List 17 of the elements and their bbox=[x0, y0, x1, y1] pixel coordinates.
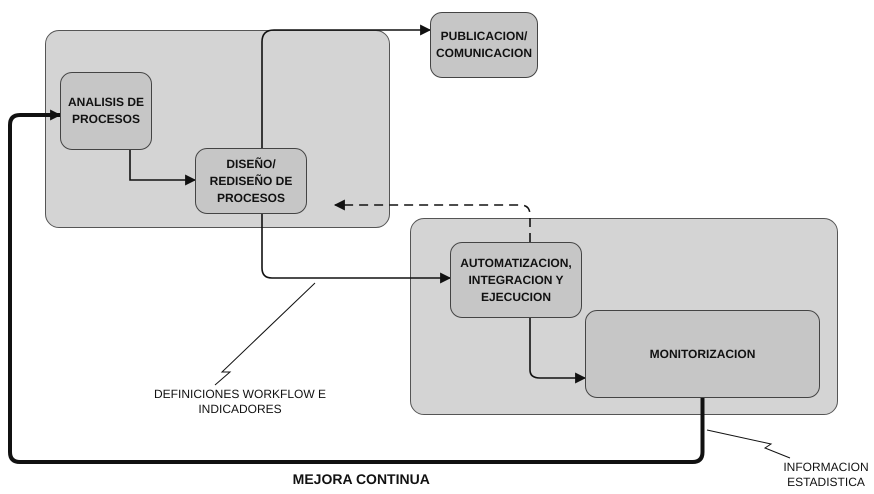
arrow bbox=[334, 200, 531, 242]
arrow bbox=[529, 318, 586, 384]
process-box: DISEÑO/ REDISEÑO DE PROCESOS bbox=[195, 148, 307, 214]
group-panel bbox=[45, 30, 390, 228]
process-box: ANALISIS DE PROCESOS bbox=[60, 72, 152, 150]
process-box: MONITORIZACION bbox=[585, 310, 820, 398]
process-box: PUBLICACION/ COMUNICACION bbox=[430, 12, 538, 78]
leader-line bbox=[706, 430, 790, 458]
arrow bbox=[8, 110, 704, 464]
arrow bbox=[261, 24, 432, 148]
leader-line bbox=[214, 282, 316, 386]
note-text: DEFINICIONES WORKFLOW E INDICADORES bbox=[140, 385, 340, 419]
arrow bbox=[129, 150, 196, 186]
group-panel bbox=[410, 218, 838, 415]
note-text: INFORMACION ESTADISTICA bbox=[780, 458, 872, 492]
process-box: AUTOMATIZACION, INTEGRACION Y EJECUCION bbox=[450, 242, 582, 318]
arrow bbox=[261, 214, 452, 284]
